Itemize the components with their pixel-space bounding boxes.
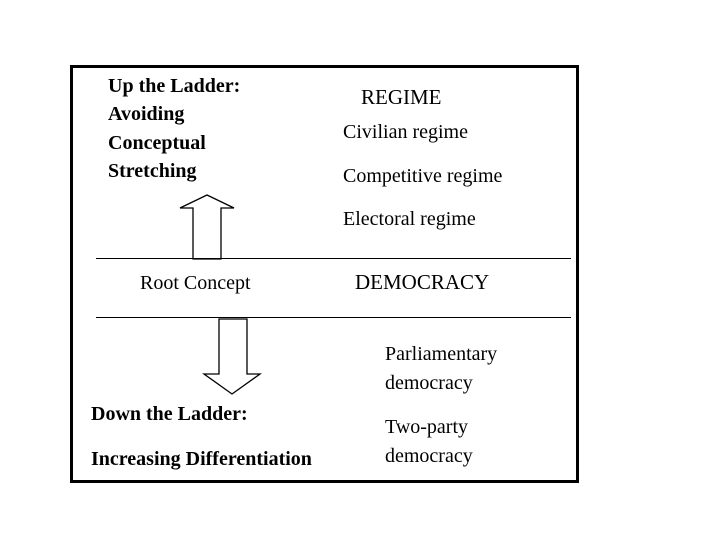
up-ladder-heading-line-3: Conceptual — [108, 132, 206, 154]
upper-divider-line — [96, 258, 571, 259]
down-arrow-icon — [201, 318, 263, 395]
regime-item-electoral: Electoral regime — [343, 208, 476, 230]
down-item-parliamentary-line-1: Parliamentary — [385, 343, 498, 365]
down-item-two-party-line-2: democracy — [385, 445, 473, 467]
up-ladder-heading-line-1: Up the Ladder: — [108, 75, 241, 97]
regime-item-competitive: Competitive regime — [343, 165, 503, 187]
lower-divider-line — [96, 317, 571, 318]
up-ladder-heading-line-2: Avoiding — [108, 103, 185, 125]
regime-item-civilian: Civilian regime — [343, 121, 468, 143]
down-ladder-subheading: Increasing Differentiation — [91, 448, 312, 470]
diagram-frame — [70, 65, 579, 483]
up-ladder-heading-line-4: Stretching — [108, 160, 197, 182]
up-arrow-icon — [179, 194, 235, 260]
regime-heading: REGIME — [361, 85, 442, 109]
down-item-parliamentary-line-2: democracy — [385, 372, 473, 394]
root-concept-democracy: DEMOCRACY — [355, 270, 490, 294]
root-concept-label: Root Concept — [140, 272, 251, 294]
down-item-two-party-line-1: Two-party — [385, 416, 469, 438]
down-ladder-heading: Down the Ladder: — [91, 403, 248, 425]
